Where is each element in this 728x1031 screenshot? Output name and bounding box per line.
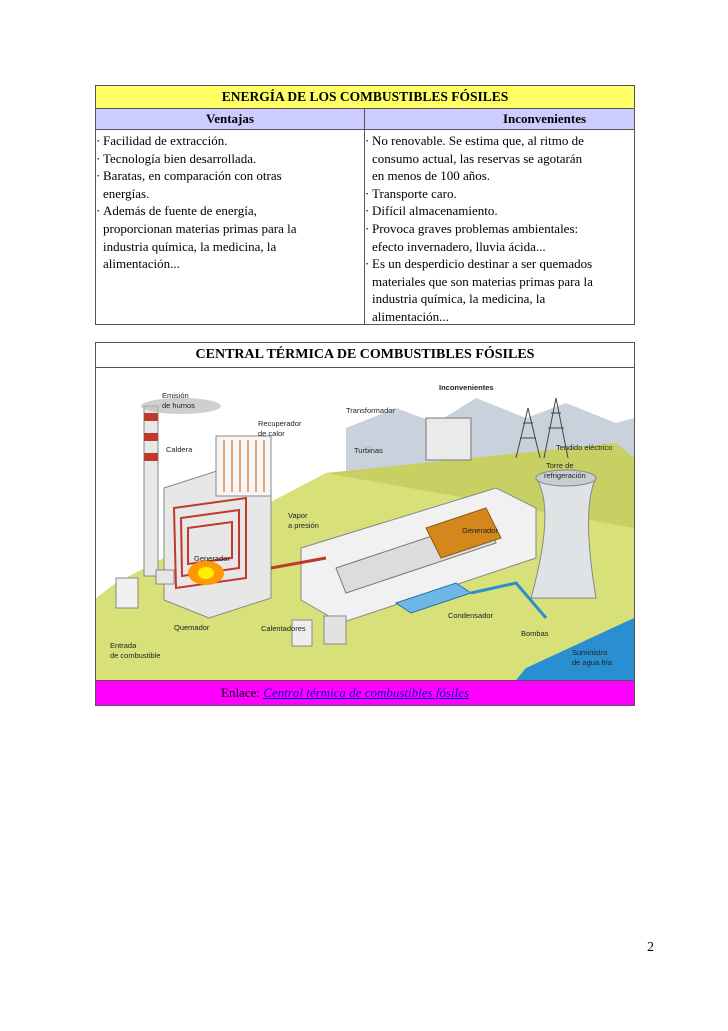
- ventaja-line: proporcionan materias primas para la: [96, 220, 364, 238]
- inconveniente-line: industria química, la medicina, la: [365, 290, 634, 308]
- label-vapor-2: a presión: [288, 521, 319, 530]
- inconveniente-text: efecto invernadero, lluvia ácida...: [372, 238, 546, 254]
- bullet-dot: ·: [365, 256, 370, 272]
- inconveniente-line: alimentación...: [365, 308, 634, 326]
- ventaja-text: energías.: [103, 185, 150, 201]
- label-torre-1: Torre de: [546, 461, 574, 470]
- power-plant-title: CENTRAL TÉRMICA DE COMBUSTIBLES FÓSILES: [96, 343, 634, 368]
- energy-table-body: ·Facilidad de extracción.·Tecnología bie…: [96, 130, 634, 324]
- inconveniente-line: ·No renovable. Se estima que, al ritmo d…: [365, 132, 634, 150]
- inconveniente-line: ·Es un desperdicio destinar a ser quemad…: [365, 255, 634, 273]
- bullet-dot: ·: [96, 133, 101, 148]
- energy-table-header: Ventajas Inconvenientes: [96, 109, 634, 130]
- label-vapor-1: Vapor: [288, 511, 308, 520]
- label-suministro-1: Suministro: [572, 648, 607, 657]
- inconveniente-text: industria química, la medicina, la: [372, 291, 546, 307]
- bullet-dot: ·: [365, 185, 370, 201]
- ventaja-line: industria química, la medicina, la: [96, 238, 364, 256]
- ventaja-line: alimentación...: [96, 255, 364, 273]
- label-bombas: Bombas: [521, 629, 549, 638]
- label-entrada-2: de combustible: [110, 651, 160, 660]
- bullet-dot: ·: [365, 133, 370, 148]
- inconveniente-text: Es un desperdicio destinar a ser quemado…: [372, 256, 593, 272]
- inconveniente-line: consumo actual, las reservas se agotarán: [365, 150, 634, 168]
- ventaja-line: ·Tecnología bien desarrollada.: [96, 150, 364, 168]
- link-row: Enlace: Central térmica de combustibles …: [96, 681, 634, 705]
- ventaja-text: alimentación...: [103, 256, 180, 272]
- ventajas-list: ·Facilidad de extracción.·Tecnología bie…: [96, 130, 365, 324]
- label-emision-2: de humos: [162, 401, 195, 410]
- inconveniente-text: en menos de 100 años.: [372, 168, 491, 184]
- inconveniente-line: ·Provoca graves problemas ambientales:: [365, 220, 634, 238]
- inconveniente-text: Provoca graves problemas ambientales:: [372, 220, 579, 236]
- power-plant-diagram: Emisión de humos Recuperador de calor Tr…: [96, 368, 634, 681]
- bullet-dot: ·: [96, 168, 101, 184]
- central-termica-link[interactable]: Central térmica de combustibles fósiles: [263, 685, 470, 700]
- inconveniente-text: alimentación...: [372, 308, 449, 324]
- ventaja-line: ·Además de fuente de energía,: [96, 202, 364, 220]
- bullet-dot: ·: [365, 220, 370, 236]
- link-prefix: Enlace:: [221, 685, 264, 700]
- bullet-dot: ·: [365, 203, 370, 219]
- inconveniente-text: consumo actual, las reservas se agotarán: [372, 150, 583, 166]
- inconvenientes-list: ·No renovable. Se estima que, al ritmo d…: [365, 130, 634, 324]
- inconveniente-line: materiales que son materias primas para …: [365, 273, 634, 291]
- label-generador: Generador: [462, 526, 498, 535]
- label-torre-2: refrigeración: [544, 471, 586, 480]
- power-plant-table: CENTRAL TÉRMICA DE COMBUSTIBLES FÓSILES: [95, 342, 635, 706]
- label-generador-caldera: Generador: [194, 554, 230, 563]
- label-calentadores: Calentadores: [261, 624, 306, 633]
- inconveniente-line: ·Transporte caro.: [365, 185, 634, 203]
- ventaja-text: Tecnología bien desarrollada.: [103, 150, 257, 166]
- ventaja-text: Baratas, en comparación con otras: [103, 168, 282, 184]
- inconveniente-text: No renovable. Se estima que, al ritmo de: [372, 133, 584, 148]
- label-suministro-2: de agua fría: [572, 658, 613, 667]
- label-recuperador-1: Recuperador: [258, 419, 302, 428]
- energy-table-title: ENERGÍA DE LOS COMBUSTIBLES FÓSILES: [96, 86, 634, 109]
- header-inconvenientes: Inconvenientes: [502, 111, 587, 126]
- bullet-dot: ·: [96, 150, 101, 166]
- label-transformador: Transformador: [346, 406, 395, 415]
- label-inconvenientes: Inconvenientes: [439, 383, 494, 392]
- inconveniente-line: en menos de 100 años.: [365, 167, 634, 185]
- label-quemador: Quemador: [174, 623, 210, 632]
- label-entrada-1: Entrada: [110, 641, 137, 650]
- ventaja-text: proporcionan materias primas para la: [103, 220, 297, 236]
- ventaja-text: industria química, la medicina, la: [103, 238, 277, 254]
- inconveniente-text: Transporte caro.: [372, 185, 457, 201]
- inconveniente-line: efecto invernadero, lluvia ácida...: [365, 238, 634, 256]
- inconveniente-line: ·Difícil almacenamiento.: [365, 202, 634, 220]
- label-condensador: Condensador: [448, 611, 494, 620]
- inconveniente-text: materiales que son materias primas para …: [372, 273, 593, 289]
- ventaja-line: energías.: [96, 185, 364, 203]
- header-ventajas: Ventajas: [96, 109, 365, 129]
- ventaja-text: Facilidad de extracción.: [103, 133, 228, 148]
- label-turbinas: Turbinas: [354, 446, 383, 455]
- label-tendido: Tendido eléctrico: [556, 443, 612, 452]
- label-recuperador-2: de calor: [258, 429, 285, 438]
- ventaja-line: ·Baratas, en comparación con otras: [96, 167, 364, 185]
- bullet-dot: ·: [96, 203, 101, 219]
- energy-table: ENERGÍA DE LOS COMBUSTIBLES FÓSILES Vent…: [95, 85, 635, 325]
- label-emision-1: Emisión: [162, 391, 189, 400]
- page-number: 2: [647, 940, 654, 955]
- ventaja-text: Además de fuente de energía,: [103, 203, 257, 219]
- ventaja-line: ·Facilidad de extracción.: [96, 132, 364, 150]
- label-caldera: Caldera: [166, 445, 193, 454]
- inconveniente-text: Difícil almacenamiento.: [372, 203, 498, 219]
- power-plant-illustration: Emisión de humos Recuperador de calor Tr…: [96, 383, 634, 680]
